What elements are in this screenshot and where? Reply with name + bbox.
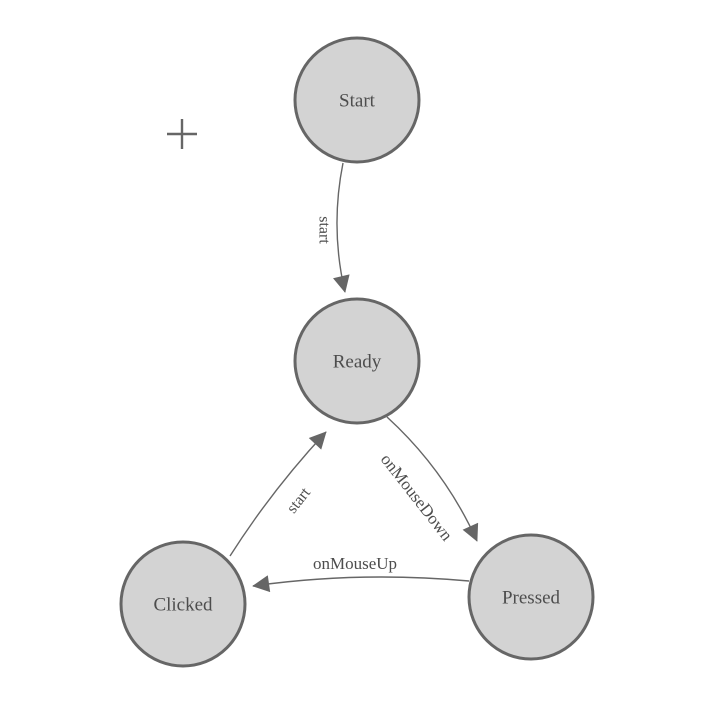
edge-label-pressed-to-clicked: onMouseUp [313,554,397,573]
edge-ready-to-pressed[interactable] [386,416,479,542]
node-pressed[interactable] [467,533,595,661]
node-ready[interactable] [293,297,421,425]
edge-start-to-ready[interactable] [333,162,350,293]
edge-label-start-to-ready: start [315,216,332,244]
edge-pressed-to-clicked[interactable] [252,575,470,593]
plus-crosshair-icon [167,119,197,149]
edge-label-clicked-to-ready: start [284,484,315,517]
edge-clicked-to-ready[interactable] [229,431,327,557]
edge-label-ready-to-pressed: onMouseDown [377,450,457,545]
node-clicked[interactable] [119,540,247,668]
node-start[interactable] [293,36,421,164]
